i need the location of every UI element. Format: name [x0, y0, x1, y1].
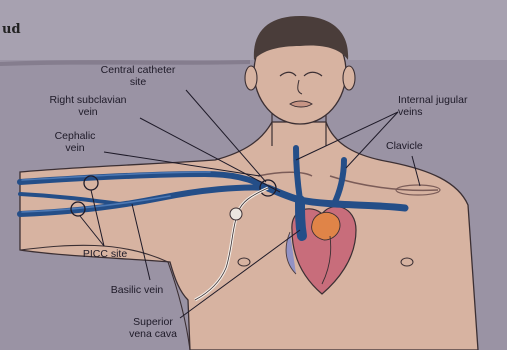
right-ear — [343, 66, 355, 90]
label-right-subclavian-vein-text: Right subclavian vein — [49, 94, 126, 118]
label-right-subclavian-vein: Right subclavian vein — [18, 94, 158, 118]
label-central-catheter-site: Central catheter site — [80, 64, 196, 88]
label-central-catheter-site-text: Central catheter site — [101, 64, 176, 88]
label-picc-site-text: PICC site — [83, 248, 127, 260]
superior-vena-cava-path — [300, 200, 302, 236]
label-clavicle: Clavicle — [386, 140, 456, 152]
label-basilic-vein-text: Basilic vein — [111, 284, 164, 296]
catheter-hub — [230, 208, 242, 220]
right-atrium — [312, 212, 340, 240]
label-internal-jugular-veins: Internal jugular veins — [398, 94, 502, 118]
page-fragment-text: ud — [2, 22, 21, 37]
label-superior-vena-cava: Superior vena cava — [108, 316, 198, 340]
mouth — [290, 101, 312, 107]
paper-top-strip — [0, 0, 507, 60]
label-internal-jugular-veins-text: Internal jugular veins — [398, 94, 467, 118]
label-basilic-vein: Basilic vein — [92, 284, 182, 296]
label-cephalic-vein: Cephalic vein — [30, 130, 120, 154]
label-superior-vena-cava-text: Superior vena cava — [129, 316, 177, 340]
left-ear — [245, 66, 257, 90]
label-cephalic-vein-text: Cephalic vein — [55, 130, 96, 154]
label-clavicle-text: Clavicle — [386, 140, 423, 152]
label-picc-site: PICC site — [60, 248, 150, 260]
